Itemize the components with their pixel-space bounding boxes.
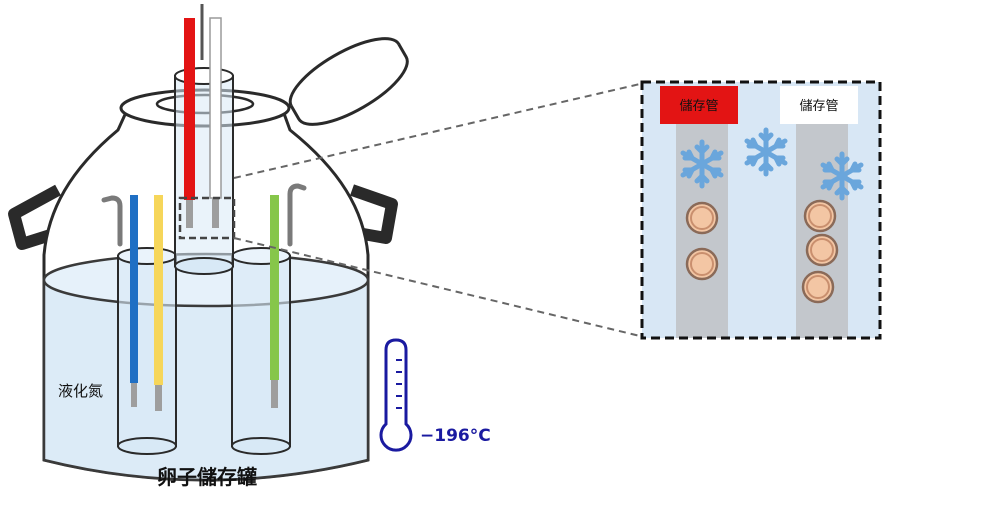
canister-right <box>231 247 291 455</box>
egg-cell-icon <box>801 270 835 304</box>
hook-right <box>287 183 307 247</box>
blue-rod <box>130 195 138 407</box>
left-handle <box>8 184 62 250</box>
egg-cell-icon <box>685 201 719 235</box>
leader-line-bottom <box>233 237 641 337</box>
green-rod <box>270 195 279 408</box>
zoom-panel-border <box>640 80 882 340</box>
temperature-label: −196°C <box>420 426 491 446</box>
liquid-nitrogen <box>42 252 370 482</box>
canister-left <box>117 247 177 455</box>
red-tube-tag <box>660 86 738 124</box>
tank-label: 卵子儲存罐 <box>157 465 257 489</box>
egg-cell-icon <box>803 199 837 233</box>
yellow-rod <box>154 195 163 411</box>
white-tube-label: 儲存管 <box>799 99 838 114</box>
red-tube-label: 儲存管 <box>679 99 718 114</box>
leader-line-top <box>233 83 641 179</box>
thermometer-icon <box>379 338 413 452</box>
tank-lid <box>288 37 409 126</box>
zoom-panel: 儲存管 儲存管 <box>640 80 882 340</box>
egg-cell-icon <box>685 247 719 281</box>
focus-box <box>178 196 236 240</box>
hook-left <box>101 195 123 247</box>
red-storage-tube <box>184 18 195 228</box>
center-canister <box>174 67 234 275</box>
liquid-nitrogen-label: 液化氮 <box>58 382 103 400</box>
right-handle <box>350 184 398 244</box>
egg-cell-icon <box>805 233 839 267</box>
white-tube-tag <box>780 86 858 124</box>
